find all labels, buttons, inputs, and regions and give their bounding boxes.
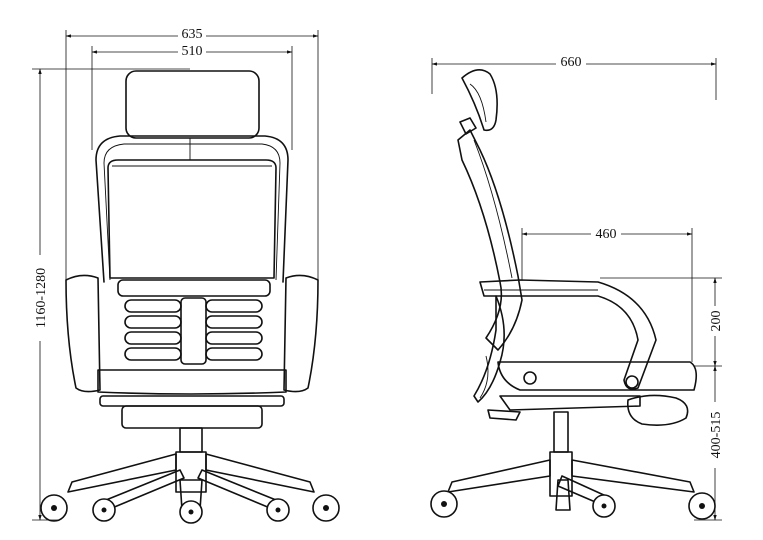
front-casters bbox=[40, 494, 340, 524]
dim-text-200: 200 bbox=[709, 311, 724, 332]
dim-side-seat-depth: 460 bbox=[521, 226, 693, 362]
dim-side-seat-height: 400-515 bbox=[694, 365, 724, 521]
dim-side-armrest-height: 200 bbox=[600, 277, 724, 367]
dim-front-outer-width: 635 bbox=[65, 27, 319, 280]
side-armrest bbox=[479, 279, 657, 390]
front-lumbar-support bbox=[117, 279, 271, 365]
side-gas-lift bbox=[553, 411, 569, 453]
dim-text-510: 510 bbox=[182, 44, 203, 59]
dim-text-400-515: 400-515 bbox=[709, 412, 724, 459]
front-gas-lift bbox=[179, 427, 203, 453]
side-mechanism bbox=[499, 395, 641, 411]
side-casters bbox=[430, 490, 716, 520]
dim-front-inner-width: 510 bbox=[91, 44, 293, 150]
front-mechanism bbox=[99, 395, 285, 407]
side-star-base bbox=[447, 459, 695, 511]
side-seat bbox=[497, 361, 698, 391]
dim-side-total-depth: 660 bbox=[431, 55, 717, 100]
side-backrest bbox=[457, 129, 523, 351]
dim-text-460: 460 bbox=[596, 227, 617, 242]
front-backrest-frame bbox=[95, 135, 289, 283]
side-headrest bbox=[461, 69, 498, 132]
front-backrest-panel bbox=[107, 159, 277, 279]
dim-text-660: 660 bbox=[561, 55, 582, 70]
front-seat bbox=[97, 369, 287, 395]
front-armrest-left bbox=[65, 274, 101, 393]
front-view bbox=[40, 70, 340, 524]
front-headrest bbox=[125, 70, 260, 139]
dim-front-total-height: 1160-1280 bbox=[31, 68, 190, 521]
front-armrest-right bbox=[283, 274, 319, 393]
side-view bbox=[430, 69, 716, 520]
dim-text-1160-1280: 1160-1280 bbox=[34, 268, 49, 328]
dim-text-635: 635 bbox=[182, 27, 203, 42]
